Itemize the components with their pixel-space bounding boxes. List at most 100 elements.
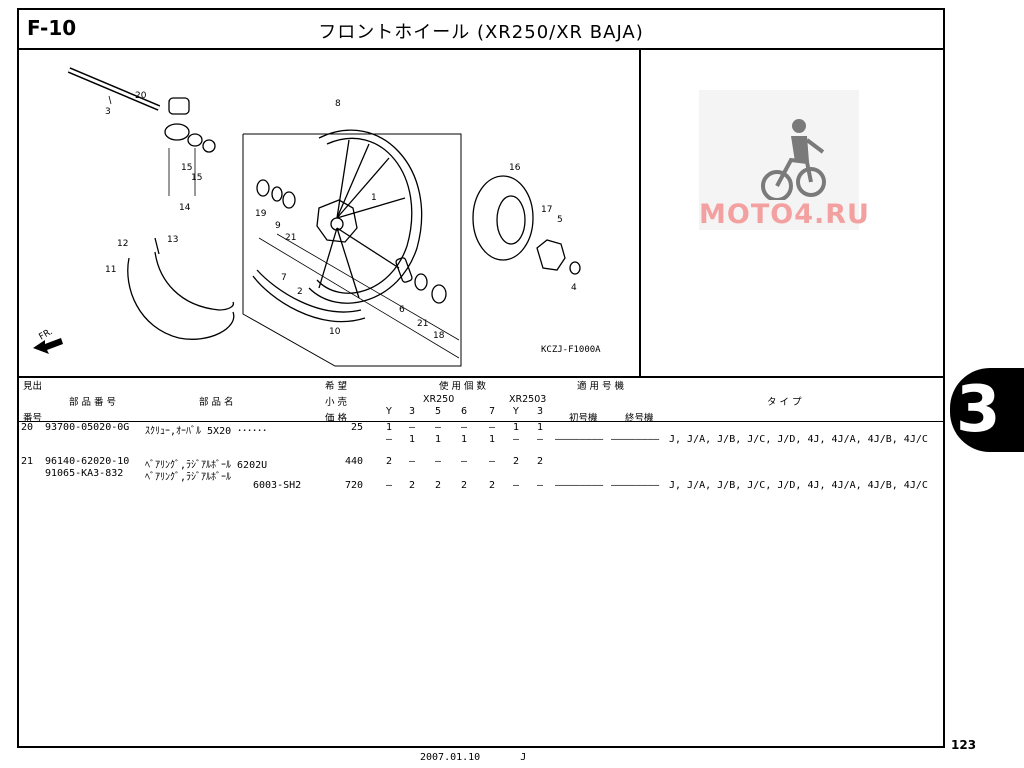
header-col-3: 5 xyxy=(435,406,442,417)
callout-17: 17 xyxy=(541,205,552,215)
row-qty: 1 xyxy=(513,422,520,433)
callout-15-b: 15 xyxy=(191,173,202,183)
row-qty: – xyxy=(537,480,544,491)
fr-label: FR. xyxy=(38,327,55,343)
row-qty: 2 xyxy=(537,456,544,467)
callout-19: 19 xyxy=(255,209,267,219)
row-qty: 1 xyxy=(537,422,544,433)
callout-11: 11 xyxy=(105,265,116,275)
header-midashi: 見出 xyxy=(23,381,43,392)
callout-10: 10 xyxy=(329,327,341,337)
row-qty: – xyxy=(513,480,520,491)
callout-6: 6 xyxy=(399,305,405,315)
header-group-xr250: XR250 xyxy=(423,394,455,405)
row-part-name: ﾍﾞｱﾘﾝｸﾞ,ﾗｼﾞｱﾙﾎﾞｰﾙ 6202U xyxy=(145,460,268,471)
header-kibo: 希 望 xyxy=(325,381,348,392)
figure-number: F-10 xyxy=(27,16,77,40)
header-kakaku: 価 格 xyxy=(325,413,348,424)
vertical-divider xyxy=(639,48,641,378)
row-price: 440 xyxy=(344,456,363,467)
row-types: J, J/A, J/B, J/C, J/D, 4J, 4J/A, 4J/B, 4… xyxy=(669,434,928,445)
section-tab-number: 3 xyxy=(956,373,1001,447)
header-first-model: 初号機 xyxy=(569,413,598,424)
callout-13: 13 xyxy=(167,235,178,245)
row-part-number: 96140-62020-10 xyxy=(45,456,130,467)
row-qty: 1 xyxy=(461,434,468,445)
callout-12: 12 xyxy=(117,239,128,249)
page-number: 123 xyxy=(951,738,977,752)
callout-3: 3 xyxy=(105,107,111,117)
page-frame: F-10 フロントホイール (XR250/XR BAJA) xyxy=(17,8,945,748)
row-part-number: 93700-05020-0G xyxy=(45,422,130,433)
row-types: J, J/A, J/B, J/C, J/D, 4J, 4J/A, 4J/B, 4… xyxy=(669,480,928,491)
callout-8: 8 xyxy=(335,99,341,109)
row-ref: 20 xyxy=(21,422,34,433)
callout-14: 14 xyxy=(179,203,191,213)
callout-16: 16 xyxy=(509,163,521,173)
row-qty: – xyxy=(386,434,393,445)
row-qty: – xyxy=(435,422,442,433)
row-qty: 1 xyxy=(435,434,442,445)
header-col-4: 6 xyxy=(461,406,468,417)
row-qty: 1 xyxy=(409,434,416,445)
row-part-number: 91065-KA3-832 xyxy=(45,468,124,479)
page-title: フロントホイール (XR250/XR BAJA) xyxy=(318,22,644,43)
callout-1: 1 xyxy=(371,193,377,203)
footer-code: J xyxy=(520,752,527,763)
row-qty: – xyxy=(489,422,496,433)
row-qty: – xyxy=(537,434,544,445)
header-type: タ イ プ xyxy=(767,397,802,408)
header-group-xr2503: XR2503 xyxy=(509,394,547,405)
header-col-1: Y xyxy=(386,406,392,417)
row-price: 720 xyxy=(344,480,363,491)
row-ref: 21 xyxy=(21,456,34,467)
row-qty: – xyxy=(513,434,520,445)
row-qty: 1 xyxy=(386,422,393,433)
row-qty: 2 xyxy=(513,456,520,467)
row-qty: – xyxy=(409,456,416,467)
callout-9: 9 xyxy=(275,221,281,231)
callout-4: 4 xyxy=(571,283,577,293)
row-part-name: ﾍﾞｱﾘﾝｸﾞ,ﾗｼﾞｱﾙﾎﾞｰﾙ xyxy=(145,472,232,483)
row-qty: 2 xyxy=(386,456,393,467)
header-last-model: 終号機 xyxy=(625,413,654,424)
section-tab: 3 xyxy=(950,368,1024,452)
row-qty: 1 xyxy=(489,434,496,445)
row-qty: – xyxy=(489,456,496,467)
row-qty: – xyxy=(461,456,468,467)
row-qty: 2 xyxy=(489,480,496,491)
row-qty: – xyxy=(435,456,442,467)
row-qty: – xyxy=(386,480,393,491)
row-qty: 2 xyxy=(435,480,442,491)
row-last-model: ———————— xyxy=(611,480,660,491)
row-qty: 2 xyxy=(409,480,416,491)
row-qty: – xyxy=(461,422,468,433)
callout-5: 5 xyxy=(557,215,563,225)
row-price: 25 xyxy=(350,422,363,433)
table-header-divider xyxy=(19,421,943,422)
motocross-rider-icon xyxy=(761,119,826,202)
header-col-5: 7 xyxy=(489,406,496,417)
header-col-7: 3 xyxy=(537,406,544,417)
header-col-2: 3 xyxy=(409,406,416,417)
header-col-6: Y xyxy=(513,406,519,417)
watermark: MOTO4.RU xyxy=(699,90,870,230)
callout-20: 20 xyxy=(135,91,147,101)
row-part-name: 6003-SH2 xyxy=(253,480,302,491)
row-first-model: ———————— xyxy=(555,480,604,491)
callout-15-a: 15 xyxy=(181,163,192,173)
header-kouri: 小 売 xyxy=(325,397,348,408)
row-qty: 2 xyxy=(461,480,468,491)
header-shiyou-kosu: 使 用 個 数 xyxy=(439,381,487,392)
table-top-divider xyxy=(19,376,943,378)
header-bango: 番号 xyxy=(23,413,43,424)
header-part-name: 部 品 名 xyxy=(199,397,234,408)
watermark-text: MOTO4.RU xyxy=(699,199,870,230)
callout-21-a: 21 xyxy=(285,233,296,243)
header-part-number: 部 品 番 号 xyxy=(69,397,117,408)
diagram-code: KCZJ-F1000A xyxy=(541,345,601,355)
callout-2: 2 xyxy=(297,287,303,297)
row-first-model: ———————— xyxy=(555,434,604,445)
row-last-model: ———————— xyxy=(611,434,660,445)
